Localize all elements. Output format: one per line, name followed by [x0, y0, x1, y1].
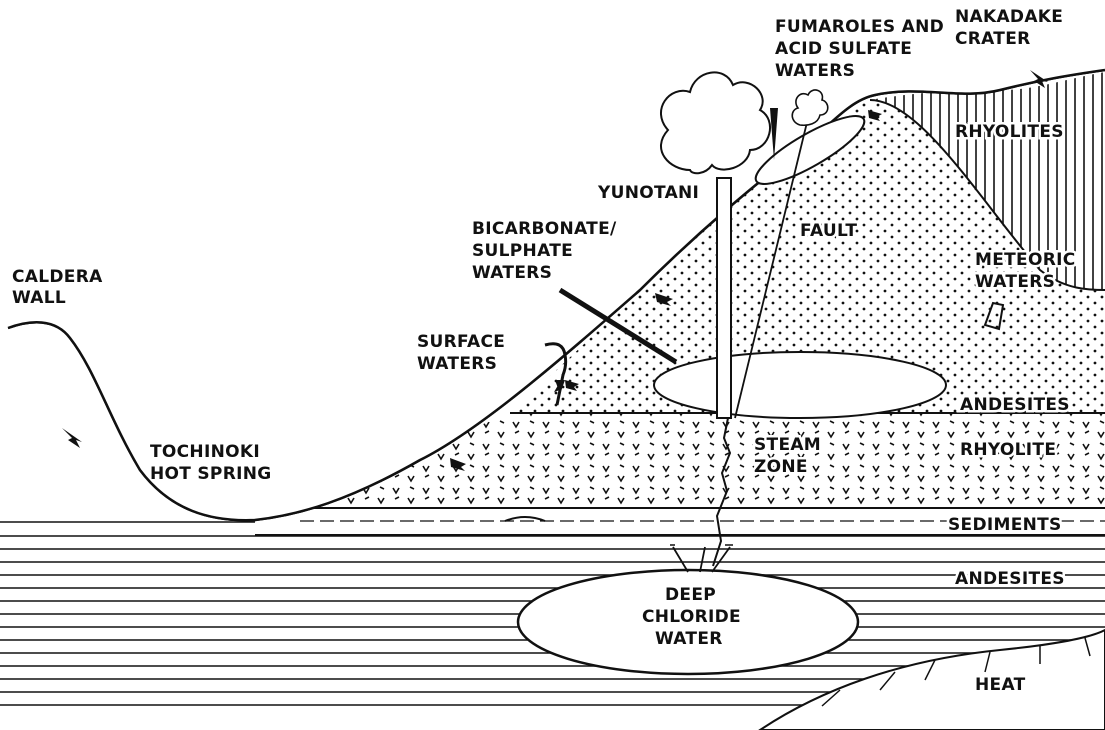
label-fault: FAULT	[800, 221, 857, 241]
label-heat: HEAT	[975, 675, 1026, 695]
svg-text:CHLORIDE: CHLORIDE	[642, 607, 741, 627]
svg-text:TOCHINOKI: TOCHINOKI	[150, 442, 260, 462]
yunotani-conduit	[717, 178, 731, 418]
svg-text:NAKADAKE: NAKADAKE	[955, 7, 1063, 27]
svg-text:WATERS: WATERS	[417, 354, 497, 374]
svg-text:METEORIC: METEORIC	[975, 250, 1075, 270]
label-andesites-lower: ANDESITES	[955, 569, 1065, 589]
bicarbonate-reservoir	[654, 352, 946, 418]
svg-text:SURFACE: SURFACE	[417, 332, 505, 352]
svg-text:SULPHATE: SULPHATE	[472, 241, 573, 261]
svg-text:FUMAROLES AND: FUMAROLES AND	[775, 17, 944, 37]
svg-text:WATER: WATER	[655, 629, 723, 649]
svg-text:STEAM: STEAM	[754, 435, 821, 455]
svg-text:WALL: WALL	[12, 288, 66, 308]
svg-text:CRATER: CRATER	[955, 29, 1031, 49]
svg-text:WATERS: WATERS	[472, 263, 552, 283]
svg-text:WATERS: WATERS	[775, 61, 855, 81]
label-sediments: SEDIMENTS	[948, 515, 1062, 535]
label-rhyolite-band: RHYOLITE	[960, 440, 1056, 460]
svg-text:CALDERA: CALDERA	[12, 267, 103, 287]
label-rhyolites-top: RHYOLITES	[955, 122, 1064, 142]
svg-text:BICARBONATE/: BICARBONATE/	[472, 219, 617, 239]
label-andesites-upper: ANDESITES	[960, 395, 1070, 415]
svg-text:HOT SPRING: HOT SPRING	[150, 464, 272, 484]
svg-text:DEEP: DEEP	[665, 585, 716, 605]
svg-text:WATERS: WATERS	[975, 272, 1055, 292]
svg-text:ACID SULFATE: ACID SULFATE	[775, 39, 912, 59]
svg-text:ZONE: ZONE	[754, 457, 808, 477]
label-yunotani: YUNOTANI	[597, 183, 699, 203]
